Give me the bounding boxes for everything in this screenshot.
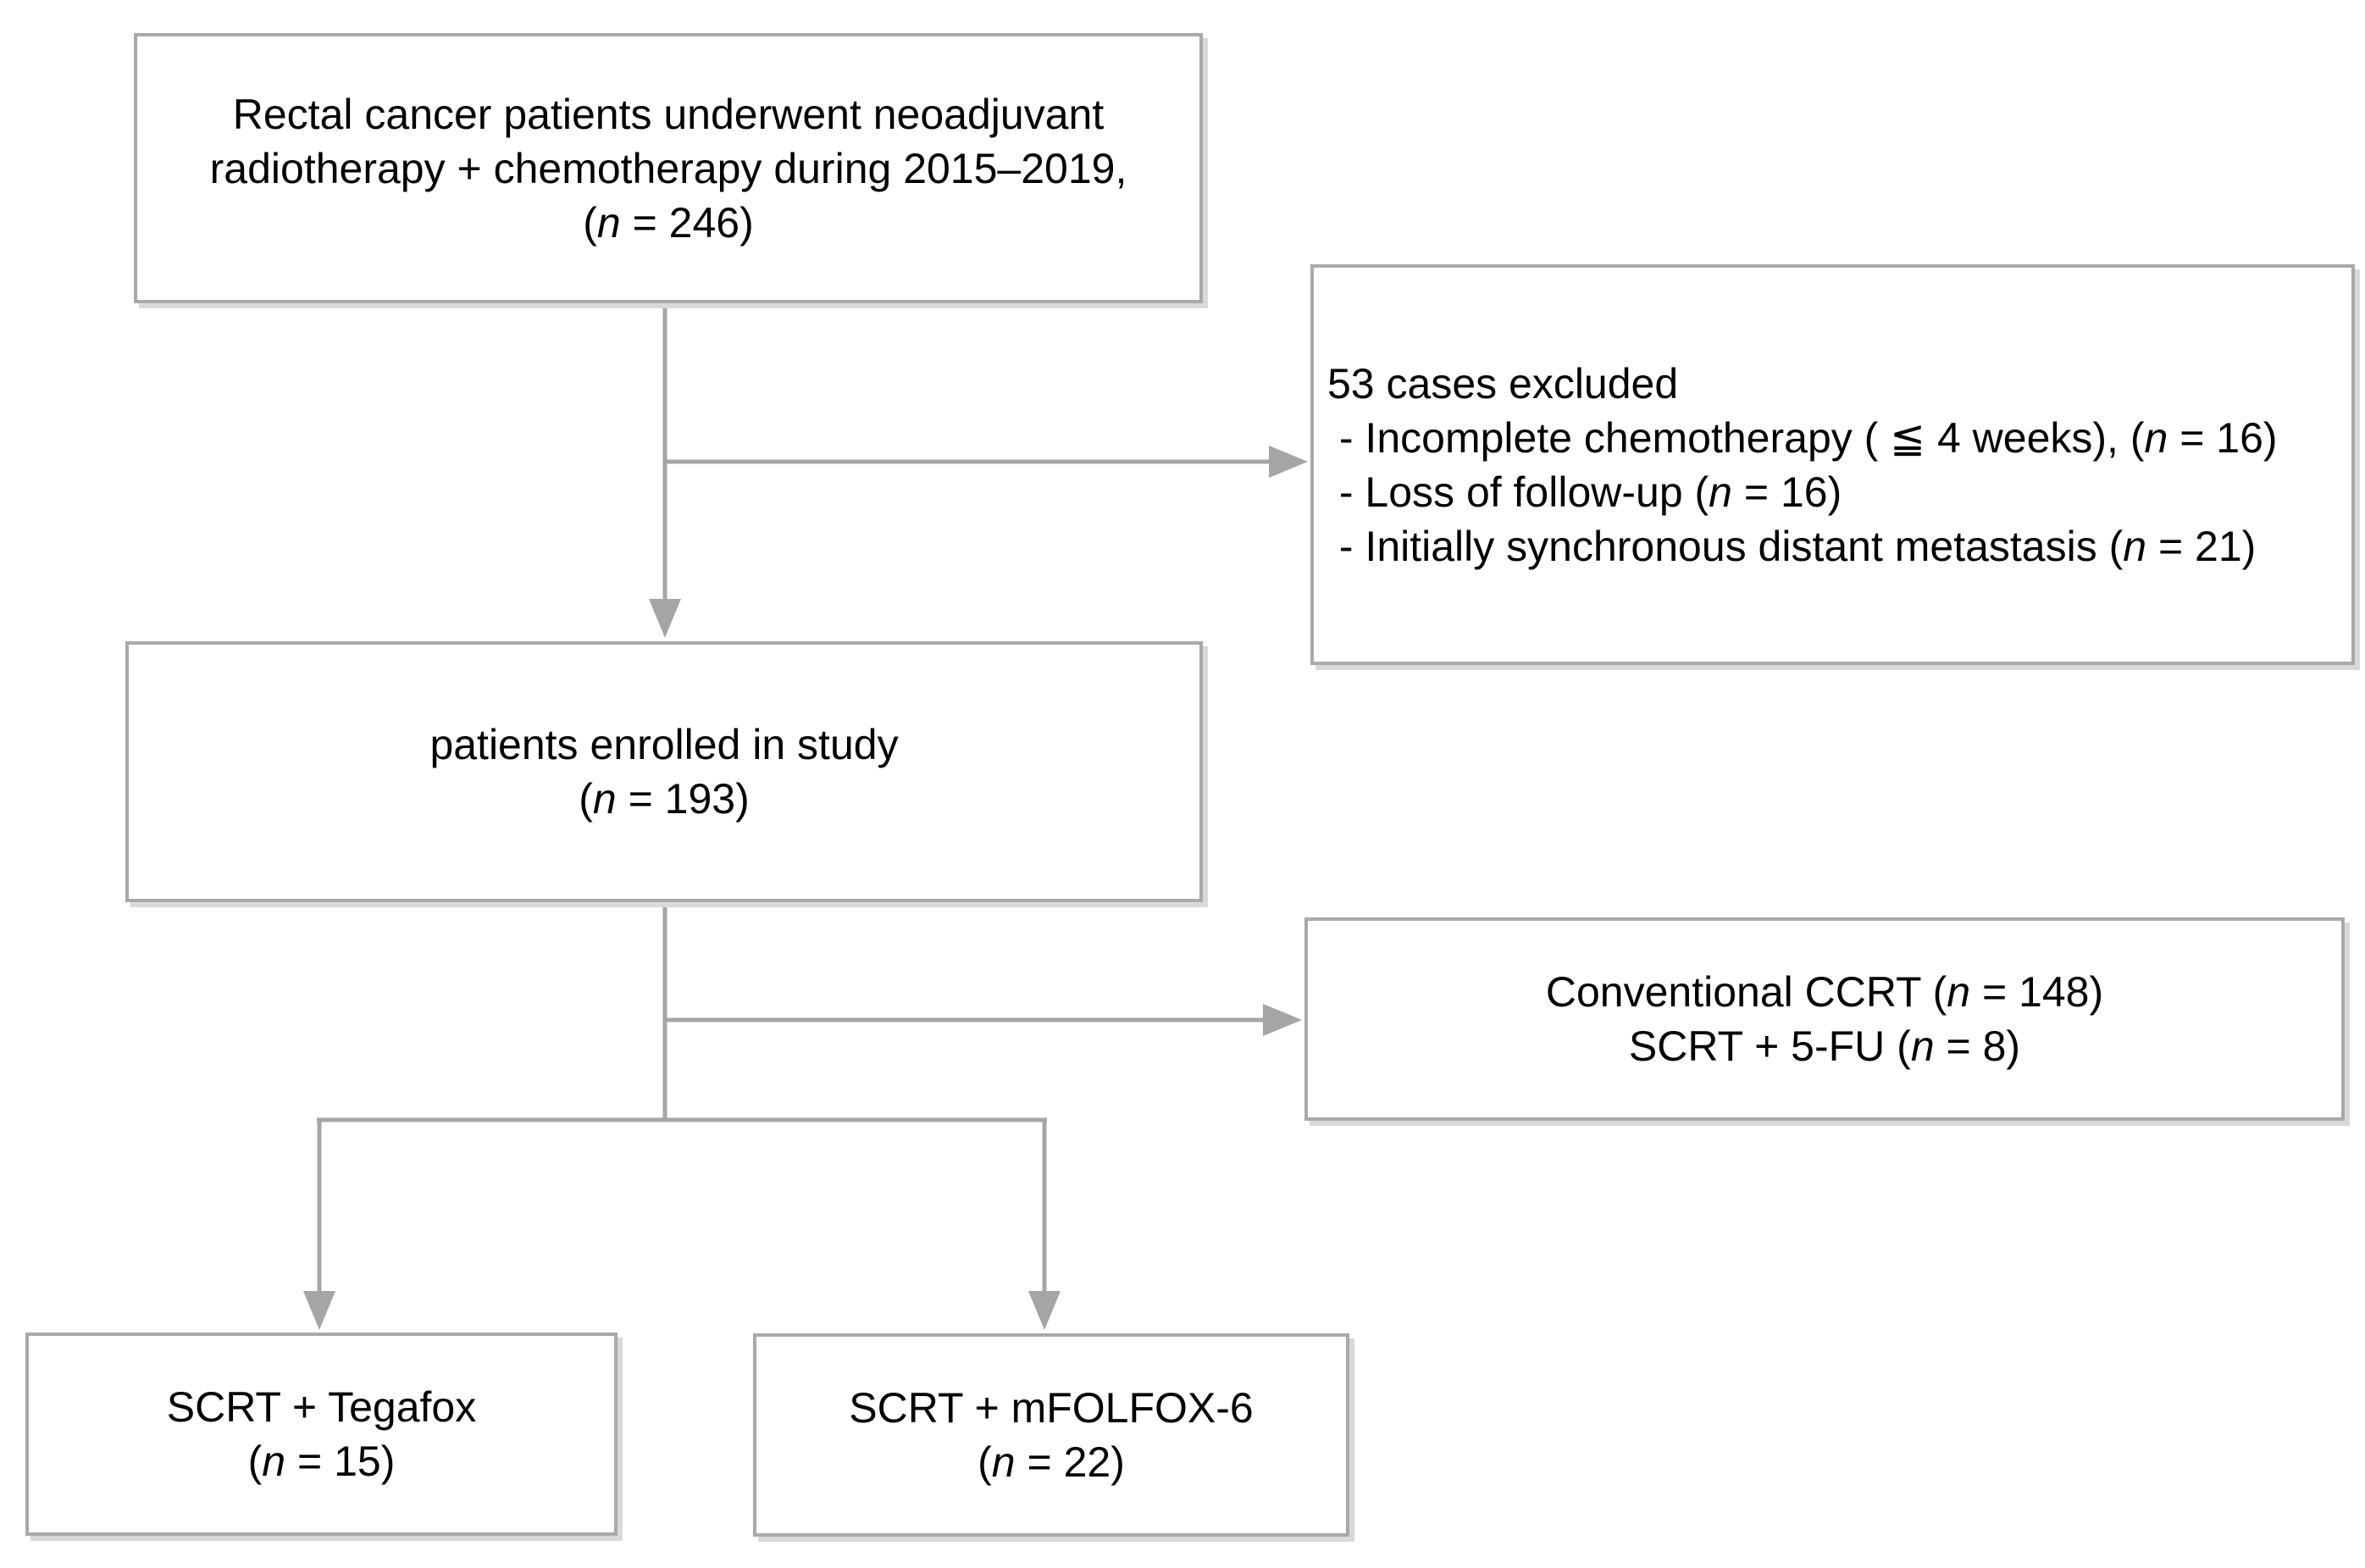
text-run: SCRT + Tegafox xyxy=(166,1383,477,1431)
box-text-line: patients enrolled in study xyxy=(429,718,898,772)
arrowhead-right-ccrt-icon xyxy=(1263,1004,1302,1036)
box-text-line: SCRT + 5-FU (n = 8) xyxy=(1629,1019,2020,1073)
italic-n-symbol: n xyxy=(1910,1022,1935,1070)
box-text-line: (n = 246) xyxy=(583,196,754,250)
text-run: = 21) xyxy=(2146,522,2257,570)
box-text-line: SCRT + Tegafox xyxy=(167,1380,477,1434)
text-run: radiotherapy + chemotherapy during 2015–… xyxy=(209,144,1127,192)
text-run: patients enrolled in study xyxy=(429,721,899,768)
text-run: = 246) xyxy=(620,198,754,247)
box-text-line: Conventional CCRT (n = 148) xyxy=(1546,965,2103,1019)
box-text-line: - Incomplete chemotherapy ( ≦ 4 weeks), … xyxy=(1327,411,2278,465)
text-run: 53 cases excluded xyxy=(1327,359,1679,407)
box-initial-cohort: Rectal cancer patients underwent neoadju… xyxy=(134,33,1203,303)
text-run: = 22) xyxy=(1015,1438,1125,1486)
italic-n-symbol: n xyxy=(2144,413,2168,462)
box-text-line: (n = 15) xyxy=(248,1434,396,1488)
italic-n-symbol: n xyxy=(596,198,621,247)
text-run: = 148) xyxy=(1970,968,2104,1016)
box-text-line: - Loss of follow-up (n = 16) xyxy=(1327,465,1842,519)
italic-n-symbol: n xyxy=(262,1438,286,1485)
text-run: = 16) xyxy=(1731,468,1842,516)
box-excluded-cases: 53 cases excluded - Incomplete chemother… xyxy=(1310,264,2355,665)
text-run: = 193) xyxy=(616,775,750,823)
italic-n-symbol: n xyxy=(1709,468,1732,516)
box-other-treatments: Conventional CCRT (n = 148)SCRT + 5-FU (… xyxy=(1304,917,2345,1121)
box-text-line: Rectal cancer patients underwent neoadju… xyxy=(233,87,1104,141)
box-text-line: (n = 193) xyxy=(579,772,750,826)
text-run: = 8) xyxy=(1934,1022,2021,1070)
box-text-line: SCRT + mFOLFOX-6 xyxy=(849,1381,1253,1435)
box-enrolled-patients: patients enrolled in study(n = 193) xyxy=(125,641,1203,902)
text-run: Conventional CCRT ( xyxy=(1545,968,1947,1016)
box-text-line: (n = 22) xyxy=(978,1435,1125,1489)
box-text-line: radiotherapy + chemotherapy during 2015–… xyxy=(210,141,1127,196)
text-run: Rectal cancer patients underwent neoadju… xyxy=(232,90,1105,138)
box-scrt-mfolfox6-group: SCRT + mFOLFOX-6(n = 22) xyxy=(753,1333,1349,1537)
text-run: - Loss of follow-up ( xyxy=(1327,468,1709,516)
text-run: SCRT + 5-FU ( xyxy=(1628,1022,1911,1070)
italic-n-symbol: n xyxy=(991,1438,1016,1486)
arrowhead-down-tegafox-icon xyxy=(303,1291,335,1330)
text-run: = 16) xyxy=(2168,413,2278,462)
box-text-line: 53 cases excluded xyxy=(1327,357,1678,411)
text-run: SCRT + mFOLFOX-6 xyxy=(849,1384,1254,1432)
arrowhead-right-excluded-icon xyxy=(1269,446,1308,478)
text-run: ( xyxy=(247,1438,263,1485)
italic-n-symbol: n xyxy=(592,775,617,823)
arrowhead-down-mfolfox-icon xyxy=(1028,1291,1061,1330)
text-run: ( xyxy=(583,198,597,247)
text-run: ( xyxy=(579,775,593,823)
box-text-line: - Initially synchronous distant metastas… xyxy=(1327,519,2256,573)
text-run: - Incomplete chemotherapy ( ≦ 4 weeks), … xyxy=(1327,413,2145,462)
text-run: = 15) xyxy=(285,1438,396,1485)
arrowhead-down-enrolled-icon xyxy=(649,599,681,638)
box-scrt-tegafox-group: SCRT + Tegafox(n = 15) xyxy=(25,1333,618,1536)
italic-n-symbol: n xyxy=(2123,522,2147,570)
text-run: - Initially synchronous distant metastas… xyxy=(1327,522,2124,570)
text-run: ( xyxy=(978,1438,992,1486)
italic-n-symbol: n xyxy=(1947,968,1971,1016)
